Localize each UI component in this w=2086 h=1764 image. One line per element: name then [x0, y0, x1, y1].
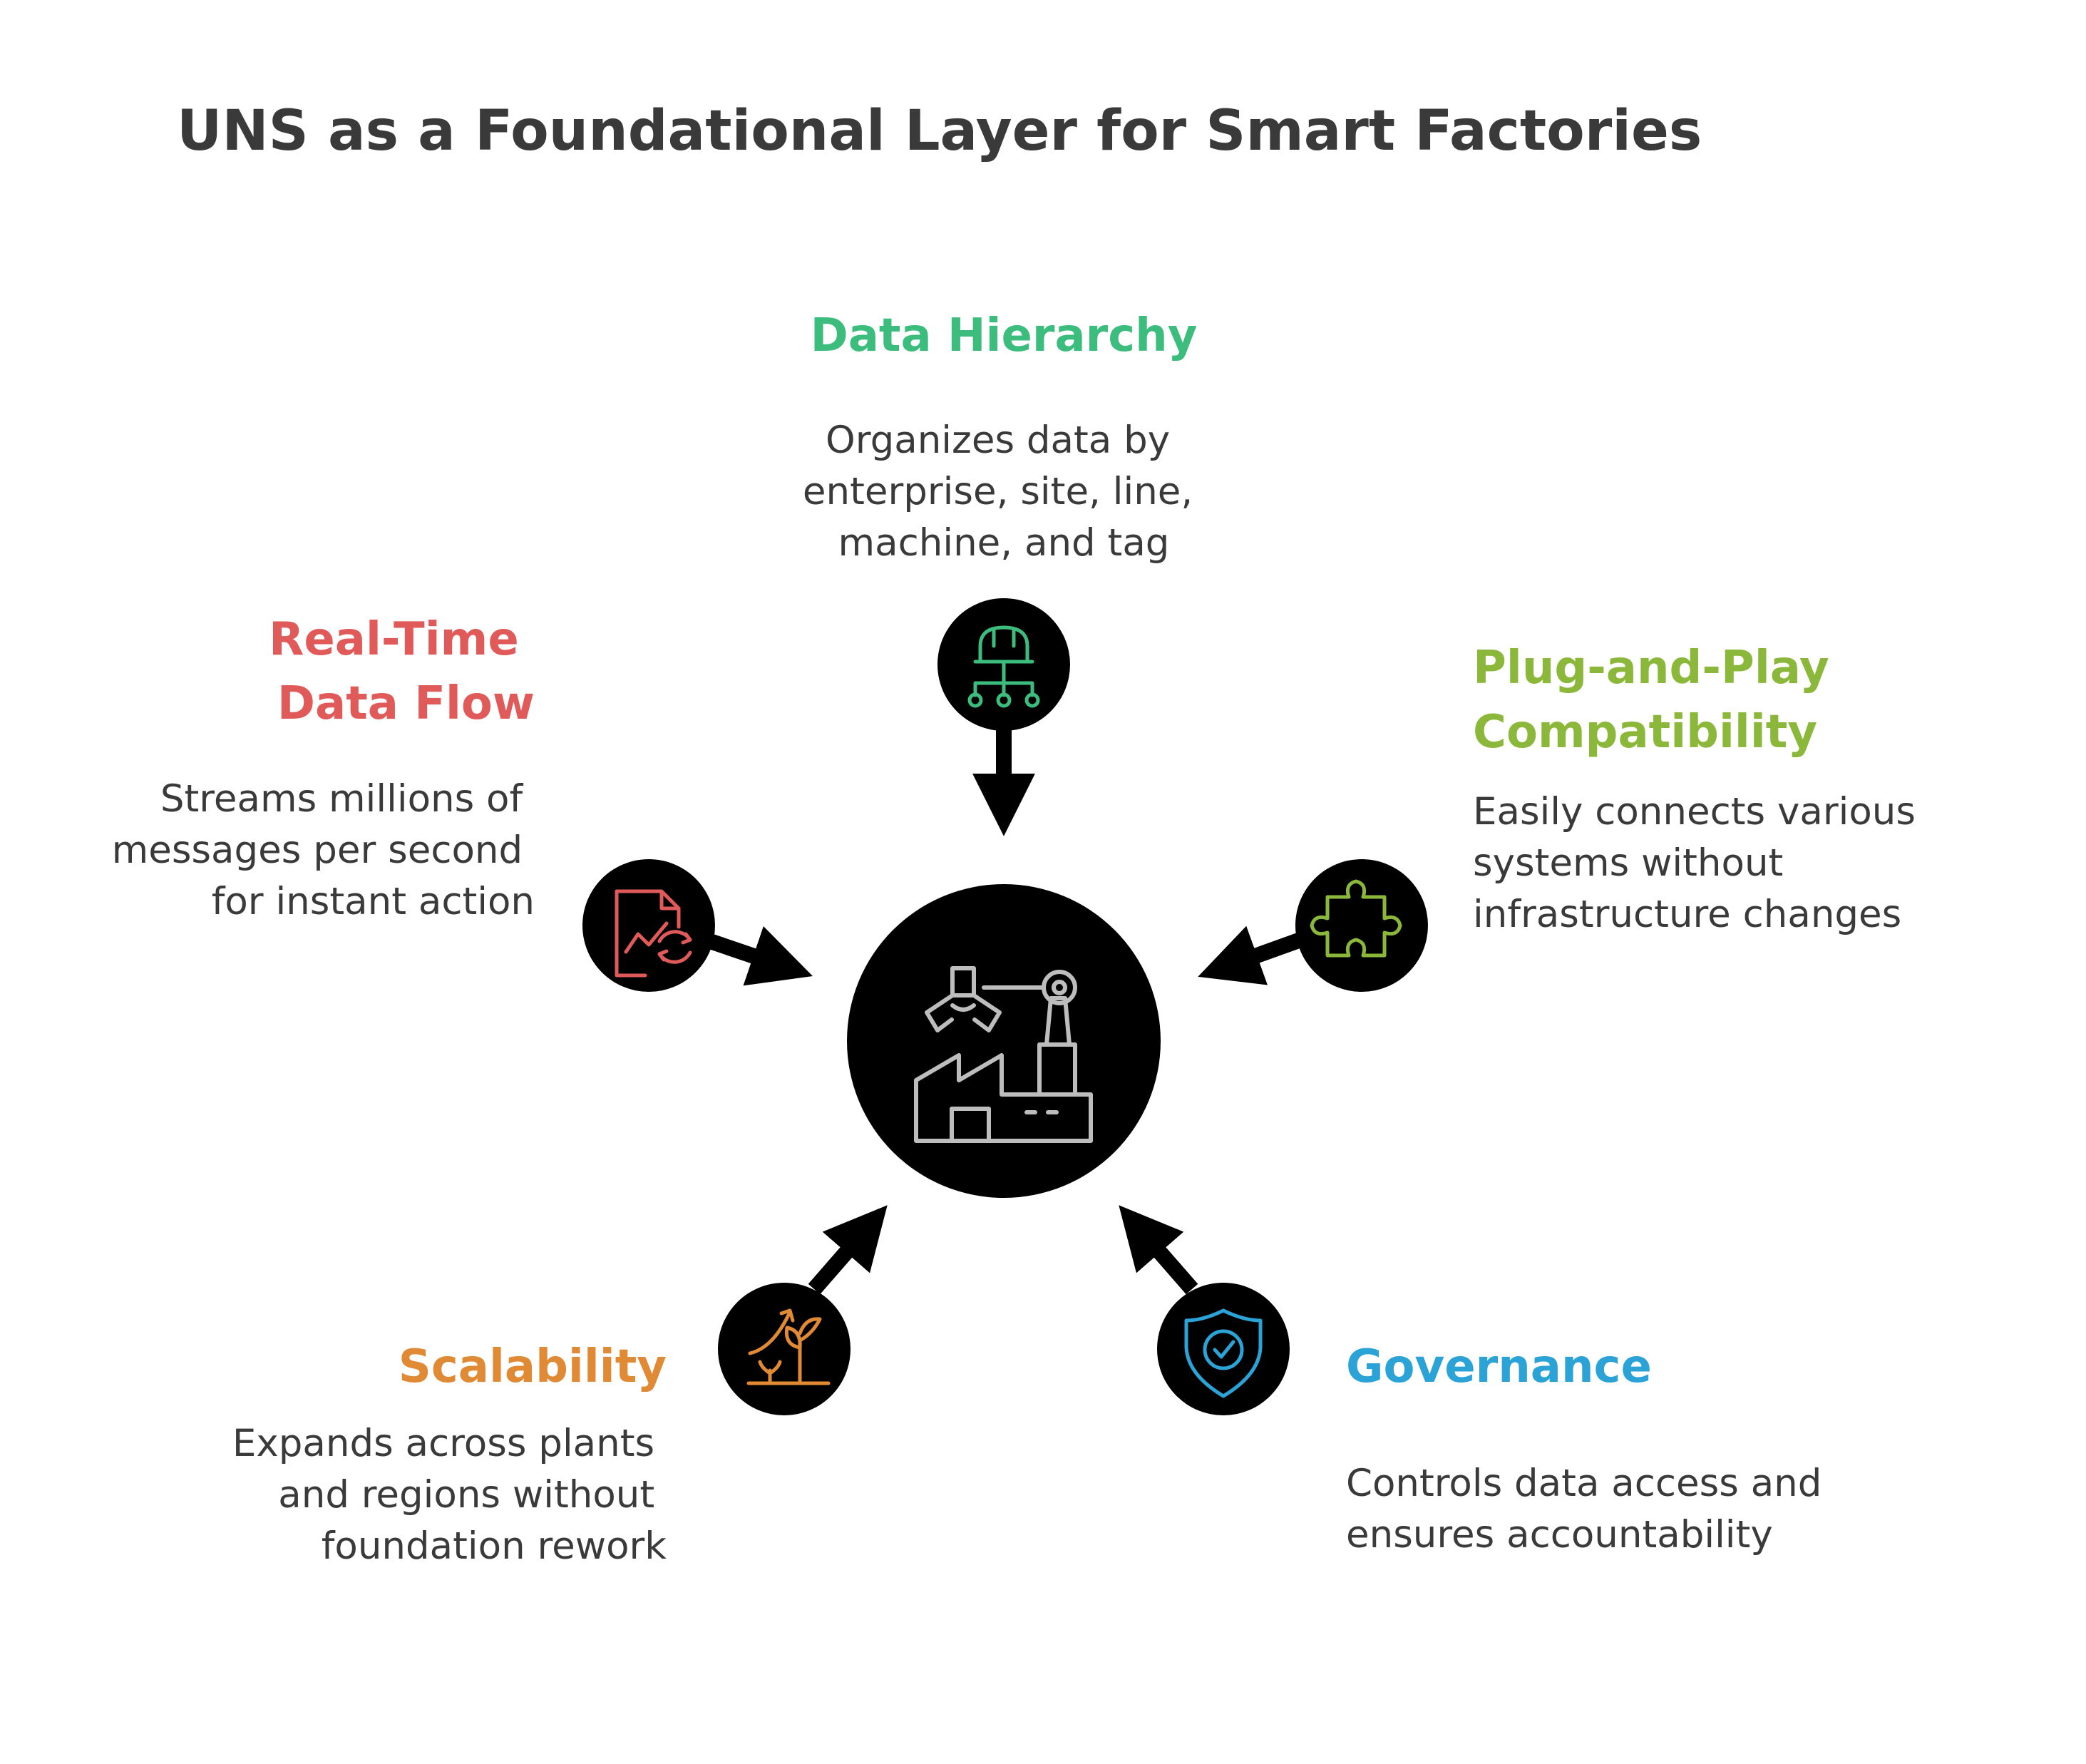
real-time-desc-line-3: for instant action [212, 880, 535, 923]
real-time-icon-circle [582, 859, 715, 992]
plug-and-play-description: Easily connects various systems without … [1473, 790, 1928, 936]
puzzle-icon [1310, 879, 1402, 958]
scalability-icon-circle [718, 1283, 851, 1415]
scalability-heading: Scalability [399, 1340, 667, 1393]
arrow-governance [1119, 1205, 1198, 1295]
scalability-desc-line-3: foundation rework [322, 1524, 667, 1568]
growth-plant-icon [746, 1308, 831, 1385]
node-data-hierarchy: Data Hierarchy Organizes data by enterpr… [803, 309, 1205, 731]
plug-and-play-heading: Plug-and-Play Compatibility [1473, 642, 1845, 759]
hub-circle [847, 884, 1161, 1198]
factory-robot-arm-icon [914, 966, 1093, 1143]
node-governance: Governance Controls data access and ensu… [1157, 1283, 1834, 1557]
plug-and-play-desc-line-3: infrastructure changes [1473, 893, 1901, 936]
arrows [703, 720, 1307, 1295]
real-time-heading: Real-Time Data Flow [269, 613, 535, 730]
node-scalability: Scalability Expands across plants and re… [232, 1283, 851, 1568]
arrow-real-time [703, 926, 813, 986]
data-hierarchy-desc-line-2: enterprise, site, line, [803, 470, 1193, 513]
node-real-time: Real-Time Data Flow Streams millions of … [112, 613, 715, 992]
scalability-desc-line-2: and regions without [278, 1473, 654, 1517]
data-hierarchy-description: Organizes data by enterprise, site, line… [803, 419, 1205, 565]
arrow-scalability [808, 1205, 888, 1295]
governance-desc-line-2: ensures accountability [1346, 1513, 1773, 1557]
real-time-desc-line-2: messages per second [112, 829, 523, 872]
scalability-description: Expands across plants and regions withou… [232, 1422, 667, 1568]
plug-and-play-icon-circle [1295, 859, 1428, 992]
hub [847, 884, 1161, 1198]
scalability-desc-line-1: Expands across plants [232, 1422, 654, 1465]
page-title: UNS as a Foundational Layer for Smart Fa… [177, 99, 1702, 163]
governance-description: Controls data access and ensures account… [1346, 1462, 1834, 1557]
governance-icon-circle [1157, 1283, 1290, 1415]
real-time-desc-line-1: Streams millions of [160, 777, 524, 821]
real-time-description: Streams millions of messages per second … [112, 777, 535, 923]
plug-and-play-heading-line-2: Compatibility [1473, 706, 1817, 759]
data-hierarchy-desc-line-1: Organizes data by [826, 419, 1170, 462]
node-plug-and-play: Plug-and-Play Compatibility Easily conne… [1295, 642, 1928, 992]
plug-and-play-heading-line-1: Plug-and-Play [1473, 642, 1829, 694]
governance-desc-line-1: Controls data access and [1346, 1462, 1822, 1505]
data-hierarchy-heading: Data Hierarchy [811, 309, 1198, 362]
real-time-heading-line-1: Real-Time [269, 613, 519, 666]
real-time-heading-line-2: Data Flow [277, 677, 535, 730]
governance-heading: Governance [1346, 1340, 1652, 1393]
data-hierarchy-desc-line-3: machine, and tag [838, 521, 1170, 565]
plug-and-play-desc-line-1: Easily connects various [1473, 790, 1916, 834]
plug-and-play-desc-line-2: systems without [1473, 841, 1783, 885]
arrow-plug-and-play [1198, 925, 1307, 985]
shield-check-icon [1184, 1308, 1263, 1398]
hierarchy-icon [967, 625, 1040, 708]
realtime-document-icon [615, 889, 692, 978]
